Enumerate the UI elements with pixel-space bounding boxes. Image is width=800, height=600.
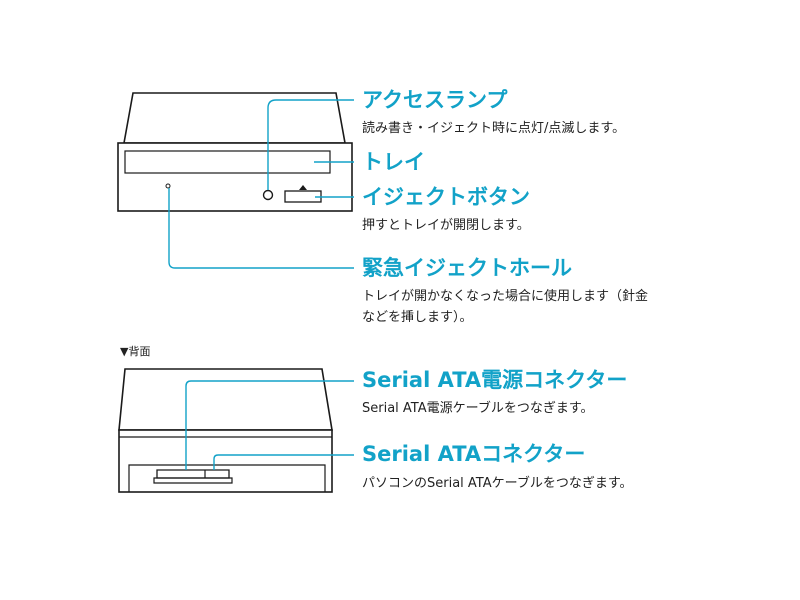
tray-title: トレイ	[362, 150, 425, 174]
emergency-hole-shape	[165, 183, 171, 189]
back-section-label: ▼背面	[120, 345, 151, 358]
data-connector-desc: パソコンのSerial ATAケーブルをつなぎます。	[362, 476, 633, 491]
power-connector-title: Serial ATA電源コネクター	[362, 368, 628, 392]
back-drive	[118, 368, 333, 493]
eject-button-desc: 押すとトレイが開閉します。	[362, 218, 530, 233]
emergency-hole-desc-line2: などを挿します）。	[362, 310, 473, 325]
eject-icon	[299, 185, 307, 190]
access-lamp-title: アクセスランプ	[362, 88, 508, 112]
front-drive	[117, 92, 353, 212]
power-connector-desc: Serial ATA電源ケーブルをつなぎます。	[362, 401, 594, 416]
access-lamp-desc: 読み書き・イジェクト時に点灯/点滅します。	[362, 121, 626, 136]
eject-button-title: イジェクトボタン	[362, 185, 530, 209]
emergency-hole-desc-line1: トレイが開かなくなった場合に使用します（針金	[362, 289, 649, 304]
access-lamp-shape	[262, 189, 274, 201]
data-connector-title: Serial ATAコネクター	[362, 442, 586, 466]
front-leader-lines	[168, 99, 354, 269]
back-leader-lines	[185, 380, 354, 470]
emergency-hole-title: 緊急イジェクトホール	[362, 256, 572, 280]
